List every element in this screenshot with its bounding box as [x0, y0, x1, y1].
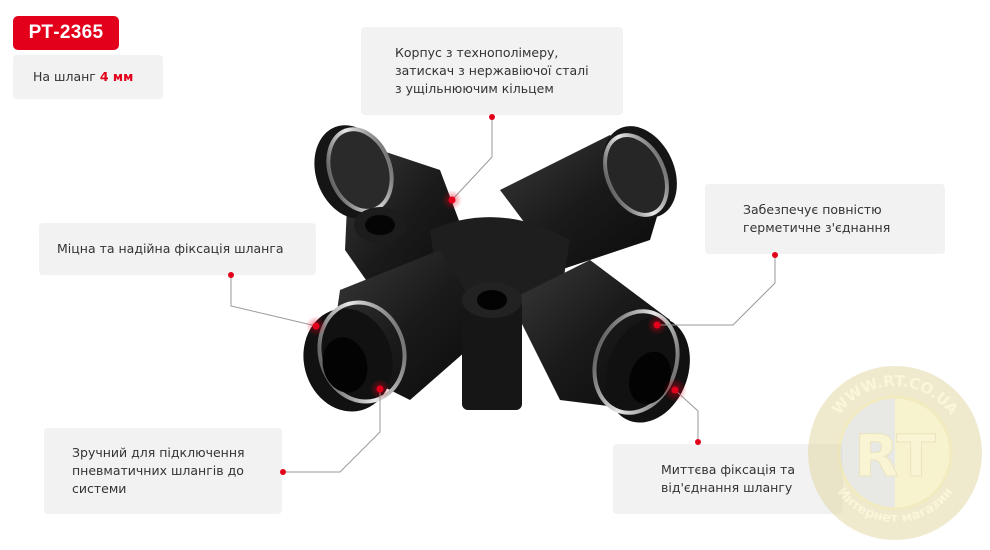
- callout-dot-quick-release: [695, 439, 701, 445]
- callout-dot-connection: [280, 469, 286, 475]
- hose-size-label: На шланг 4 мм: [13, 55, 163, 99]
- hose-size-prefix: На шланг: [33, 69, 100, 84]
- fitting-mount-stem: [462, 282, 522, 410]
- feature-fixation: Міцна та надійна фіксація шланга: [39, 223, 316, 275]
- feature-fixation-text: Міцна та надійна фіксація шланга: [57, 241, 284, 256]
- fitting-arm-front-left: [303, 250, 490, 412]
- feature-connection-text: Зручний для підключення пневматичних шла…: [72, 445, 245, 496]
- product-code-badge: РТ-2365: [13, 16, 119, 50]
- watermark-rt-text: RT: [854, 422, 936, 490]
- feature-quick-release: Миттєва фіксація та від'єднання шлангу: [613, 444, 843, 514]
- feature-body-material-text: Корпус з технополімеру, затискач з нержа…: [395, 45, 589, 96]
- feature-sealing-text: Забезпечує повністю герметичне з'єднання: [743, 202, 891, 235]
- fitting-hub: [430, 217, 570, 300]
- feature-sealing: Забезпечує повністю герметичне з'єднання: [705, 184, 945, 254]
- feature-quick-release-text: Миттєва фіксація та від'єднання шлангу: [661, 462, 795, 495]
- callout-dot-sealing: [772, 252, 778, 258]
- callout-dot-body: [489, 114, 495, 120]
- callout-dot-fixation: [228, 272, 234, 278]
- feature-body-material: Корпус з технополімеру, затискач з нержа…: [361, 27, 623, 115]
- feature-connection: Зручний для підключення пневматичних шла…: [44, 428, 282, 514]
- hose-size-value: 4 мм: [99, 69, 134, 84]
- rt-watermark-logo: WWW.RT.CO.UA Интернет магазин RT: [808, 366, 982, 540]
